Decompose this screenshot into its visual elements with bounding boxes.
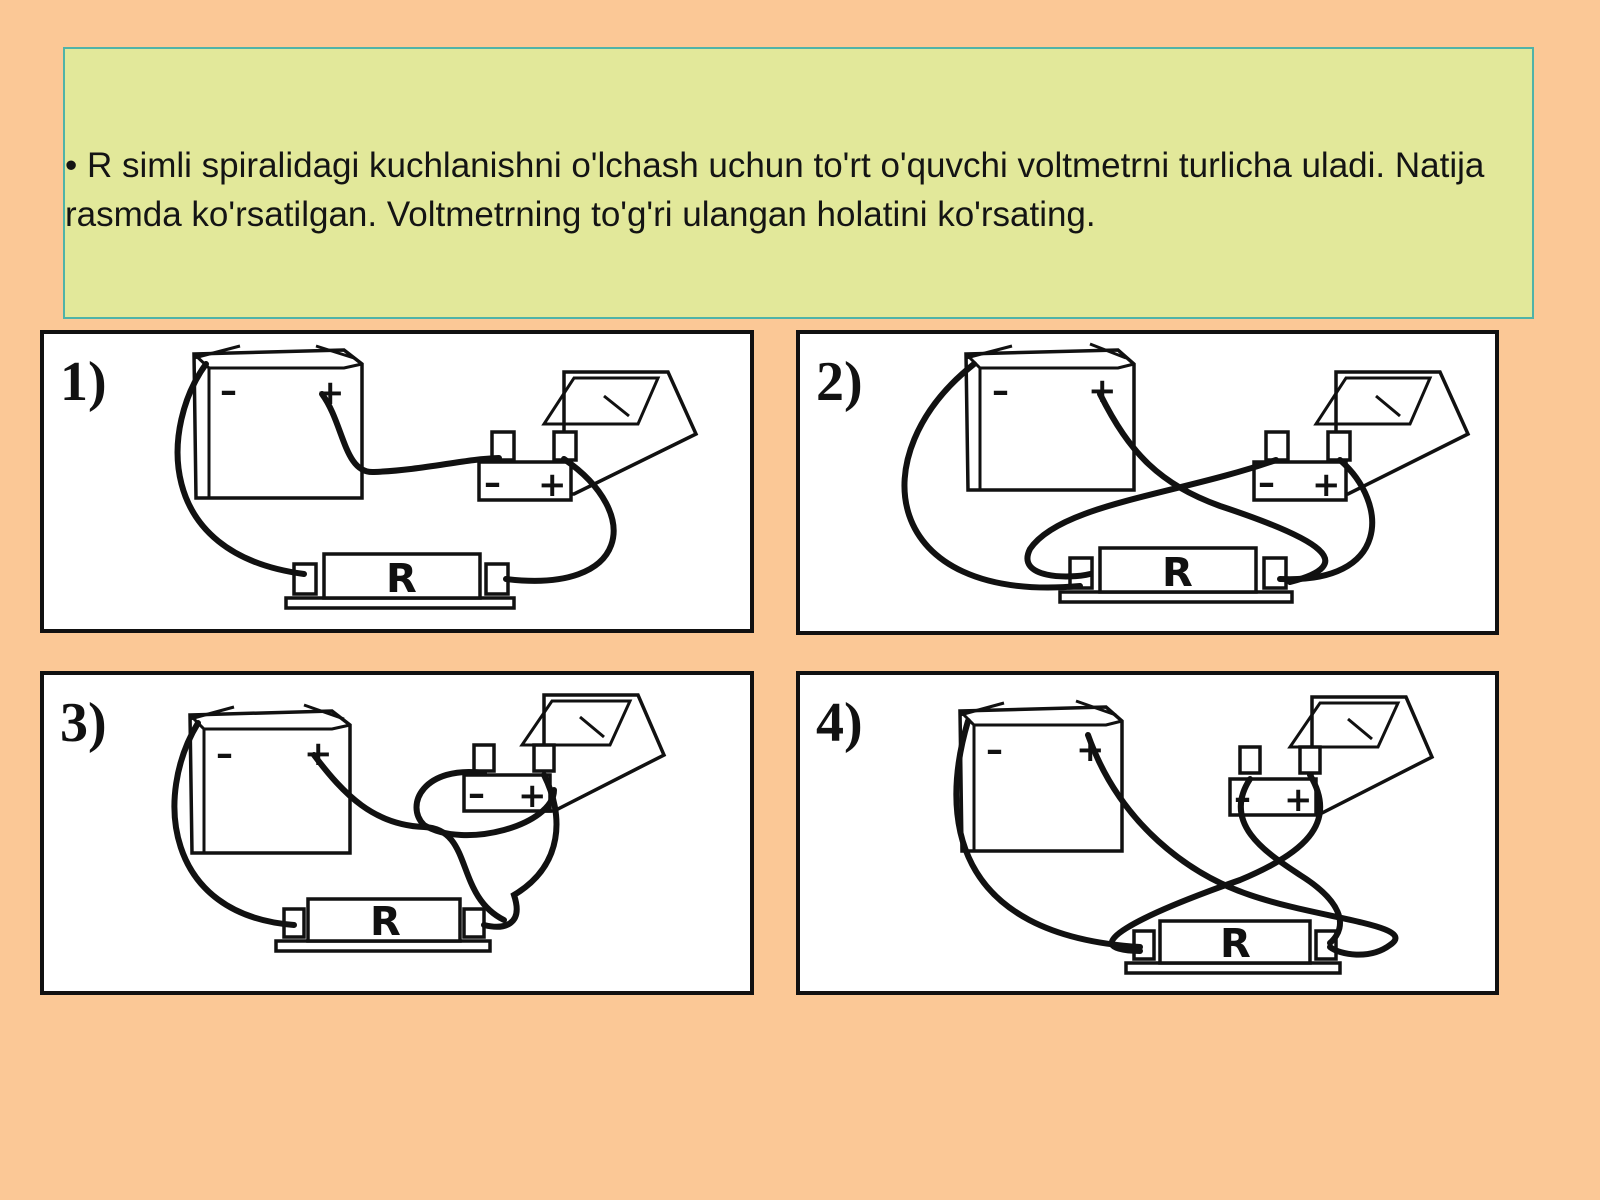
battery-plus: + (304, 734, 333, 774)
voltmeter: – + (462, 693, 667, 816)
battery-minus: – (220, 371, 237, 411)
circuit-drawing: – + – + R (953, 695, 1435, 975)
resistor: R (274, 897, 492, 953)
wires (953, 718, 1399, 958)
meter-plus: + (1284, 780, 1313, 820)
voltmeter: – + (1228, 695, 1435, 820)
resistor-label: R (1220, 921, 1251, 967)
meter-minus: – (1258, 463, 1275, 503)
resistor-label: R (370, 899, 401, 945)
circuit-drawing: – + – + R (174, 344, 699, 610)
resistor: R (1124, 919, 1342, 975)
battery: – + (188, 703, 352, 855)
question-box: • R simli spiralidagi kuchlanishni o'lch… (63, 47, 1534, 319)
resistor-label: R (1162, 550, 1193, 596)
circuit-diagram-1[interactable]: 1) – + – + R (40, 330, 754, 633)
diagram-label: 3) (60, 692, 107, 754)
diagram-label: 1) (60, 351, 107, 413)
circuit-diagram-3[interactable]: 3) – + – + R (40, 671, 754, 995)
meter-minus: – (484, 463, 501, 503)
resistor-label: R (386, 556, 417, 602)
battery-minus: – (216, 734, 233, 774)
resistor: R (284, 552, 516, 610)
meter-plus: + (1312, 465, 1341, 505)
battery: – + (192, 344, 364, 500)
wires (901, 361, 1376, 591)
circuit-drawing: – + – + R (171, 693, 667, 953)
battery-plus: + (1088, 371, 1117, 411)
voltmeter: – + (1252, 370, 1471, 505)
voltmeter: – + (477, 370, 699, 505)
battery-minus: – (986, 730, 1003, 770)
circuit-diagram-2[interactable]: 2) – + – + R (796, 330, 1499, 635)
battery: – + (958, 699, 1124, 853)
question-text: • R simli spiralidagi kuchlanishni o'lch… (65, 146, 1485, 234)
battery-minus: – (992, 371, 1009, 411)
wires (171, 720, 560, 930)
diagram-label: 2) (816, 351, 863, 413)
battery: – + (964, 342, 1136, 492)
diagram-label: 4) (816, 692, 863, 754)
circuit-drawing: – + – + R (901, 342, 1471, 604)
meter-plus: + (538, 465, 567, 505)
wires (174, 361, 617, 584)
circuit-diagram-4[interactable]: 4) – + – + R (796, 671, 1499, 995)
meter-minus: – (468, 774, 485, 814)
resistor: R (1058, 546, 1294, 604)
